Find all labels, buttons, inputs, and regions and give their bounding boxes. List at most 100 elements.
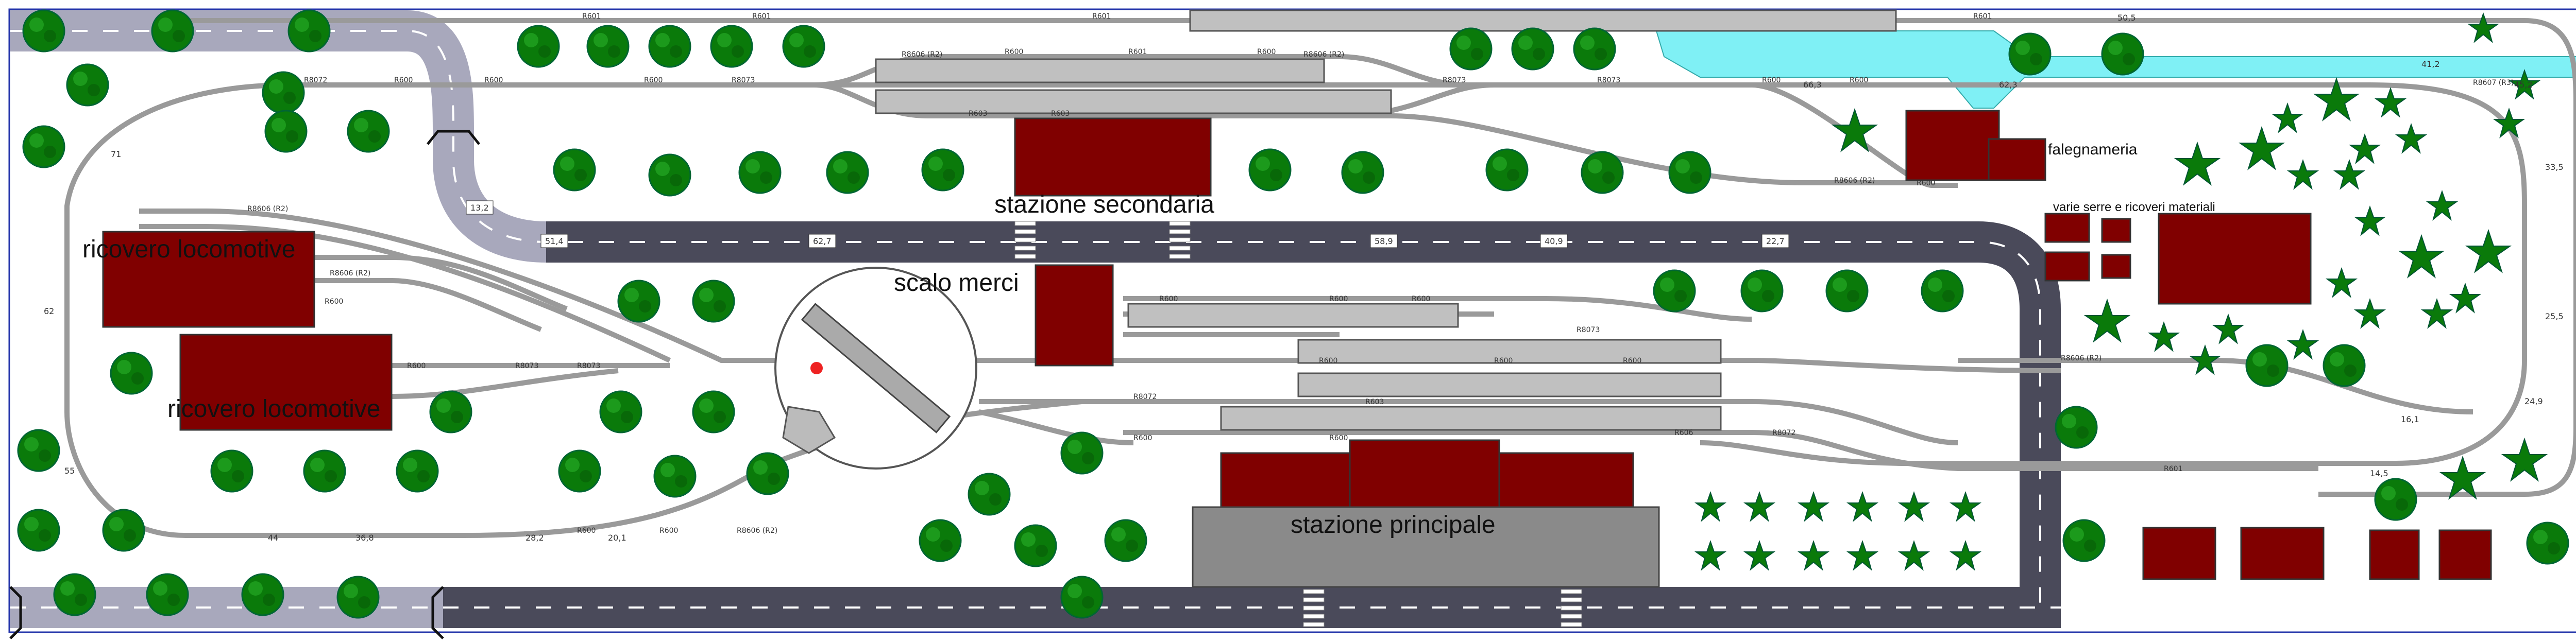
- tree: [1581, 151, 1624, 194]
- building-greenhouse-b: [2101, 218, 2131, 243]
- zebra-crossing: [1014, 221, 1036, 259]
- track-shed-spur-2: [289, 278, 542, 332]
- tree: [2245, 344, 2289, 387]
- track-label: R601: [1128, 48, 1147, 56]
- track-label: R600: [659, 527, 678, 535]
- shrub-small: [2288, 160, 2318, 189]
- turntable-ramp: [782, 406, 836, 454]
- shrub-small: [1799, 492, 1828, 521]
- tree: [2055, 406, 2098, 449]
- track-main-station-2: [1123, 430, 2318, 471]
- tree: [710, 25, 753, 68]
- turntable-pivot: [810, 362, 823, 374]
- shrub-small: [2190, 345, 2220, 374]
- layout-border: [8, 8, 2576, 633]
- track-loco-shed-2: [139, 224, 671, 363]
- building-loco-shed-2: [179, 334, 393, 431]
- track-label: R600: [1005, 48, 1023, 56]
- tree: [1668, 151, 1711, 194]
- tree: [53, 573, 96, 616]
- distance-label: 55: [64, 466, 75, 476]
- shrub: [2466, 230, 2511, 272]
- building-bottom-4: [2438, 529, 2492, 580]
- distance-label: 36,8: [355, 533, 374, 543]
- shrub-small: [1899, 541, 1929, 570]
- shrub: [2502, 439, 2547, 481]
- distance-tag: [466, 200, 494, 215]
- distance-label: 41,2: [2421, 59, 2440, 69]
- track-top-main: [165, 18, 2576, 497]
- distance-label: 58,9: [1375, 236, 1393, 246]
- track-label: R606: [1674, 429, 1693, 437]
- shrub: [2240, 127, 2284, 169]
- tree: [692, 280, 735, 323]
- building-main-station-left: [1220, 452, 1351, 511]
- distance-tag: [1761, 234, 1789, 248]
- road-edge-bracket: [431, 586, 444, 639]
- shrub: [1833, 109, 1877, 151]
- track-label: R8606 (R2): [1834, 177, 1875, 185]
- tree: [2374, 478, 2417, 521]
- building-bottom-1: [2142, 527, 2216, 580]
- track-label: R600: [1329, 295, 1348, 303]
- track-label: R8072: [1133, 393, 1157, 401]
- track-label: R600: [1762, 76, 1781, 84]
- distance-tag: [540, 234, 568, 248]
- turntable-bridge: [801, 303, 951, 433]
- building-greenhouse-c: [2044, 251, 2090, 282]
- tree: [110, 352, 153, 395]
- tree: [241, 573, 284, 616]
- track-label: R8073: [732, 76, 755, 84]
- main-station-platform-hall: [1192, 506, 1660, 588]
- buildings: [102, 110, 2492, 580]
- track-label: R8606 (R2): [330, 269, 370, 277]
- building-loco-shed-1: [102, 231, 315, 328]
- tree: [2323, 344, 2366, 387]
- distance-label: 66,3: [1803, 80, 1822, 90]
- shrub-small: [1696, 492, 1725, 521]
- tree: [517, 25, 560, 68]
- road-lane-marking: [10, 30, 2041, 608]
- tree: [1104, 519, 1147, 562]
- shrub-small: [2334, 160, 2364, 189]
- tree: [347, 110, 390, 153]
- shrub-small: [1744, 541, 1774, 570]
- shrub-small: [2376, 88, 2405, 117]
- platform-freight-1: [1127, 303, 1459, 328]
- track-label: R600: [577, 527, 596, 535]
- platform-secondary-2: [875, 89, 1392, 114]
- tree: [17, 509, 60, 552]
- track-label: R601: [582, 12, 601, 21]
- track-label: R600: [1623, 357, 1641, 365]
- platform-secondary-1: [875, 58, 1325, 83]
- track-label: R600: [394, 76, 413, 84]
- shrub-small: [2149, 322, 2179, 351]
- tree: [1449, 27, 1493, 71]
- building-main-station-right: [1498, 452, 1634, 511]
- track-label: R8073: [1577, 326, 1600, 334]
- tree: [1921, 269, 1964, 313]
- label-secondary-station: stazione secondaria: [994, 191, 1214, 218]
- distance-label: 13,2: [470, 203, 489, 213]
- track-label: R603: [1051, 110, 1070, 118]
- track-label: R601: [1973, 12, 1992, 21]
- track-loco-shed-1: [139, 209, 2061, 373]
- shrub-small: [2427, 191, 2457, 220]
- distance-label: 16,1: [2401, 414, 2419, 424]
- track-label: R8606 (R2): [247, 205, 288, 213]
- shrub-small: [1744, 492, 1774, 521]
- platform-top: [1189, 9, 1897, 32]
- building-carpentry-2: [1988, 138, 2046, 181]
- shrub-small: [2450, 284, 2480, 313]
- tree: [1341, 151, 1384, 194]
- shrub-small: [2273, 103, 2302, 132]
- track-main-station-1: [979, 399, 1958, 445]
- tree: [2062, 519, 2106, 562]
- tree: [262, 71, 305, 114]
- shrub-small: [1848, 541, 1877, 570]
- distance-tag: [1370, 234, 1398, 248]
- track-label: R8606 (R2): [737, 527, 777, 535]
- tree: [396, 449, 439, 493]
- road-edge-bracket: [427, 130, 480, 145]
